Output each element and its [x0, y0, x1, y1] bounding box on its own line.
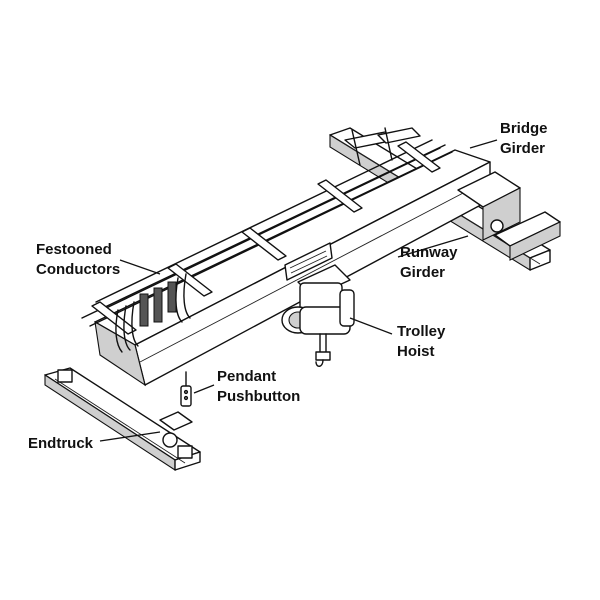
festooned-conductors — [115, 273, 191, 353]
bridge-girder-label-line2: Girder — [500, 140, 545, 157]
runway-girder-label-line1: Runway — [400, 244, 458, 261]
pendant-pushbutton-label-line2: Pushbutton — [217, 388, 300, 405]
trolley-hoist-label-line2: Hoist — [397, 343, 435, 360]
endtruck-label: Endtruck — [28, 435, 94, 452]
leader-lines — [99, 139, 498, 442]
festooned-conductors-label-line2: Conductors — [36, 261, 120, 278]
bridge-girder-label-line1: Bridge — [500, 120, 548, 137]
rails-back — [344, 127, 421, 166]
pendant-pushbutton — [180, 371, 192, 407]
festooned-conductors-label-line1: Festooned — [36, 241, 112, 258]
endtruck — [44, 367, 201, 472]
trolley-hoist — [281, 264, 355, 367]
bridge-girder — [94, 149, 521, 387]
pendant-pushbutton-label-line1: Pendant — [217, 368, 276, 385]
runway-girder-label-line2: Girder — [400, 264, 445, 281]
trolley-hoist-label-line1: Trolley — [397, 323, 446, 340]
